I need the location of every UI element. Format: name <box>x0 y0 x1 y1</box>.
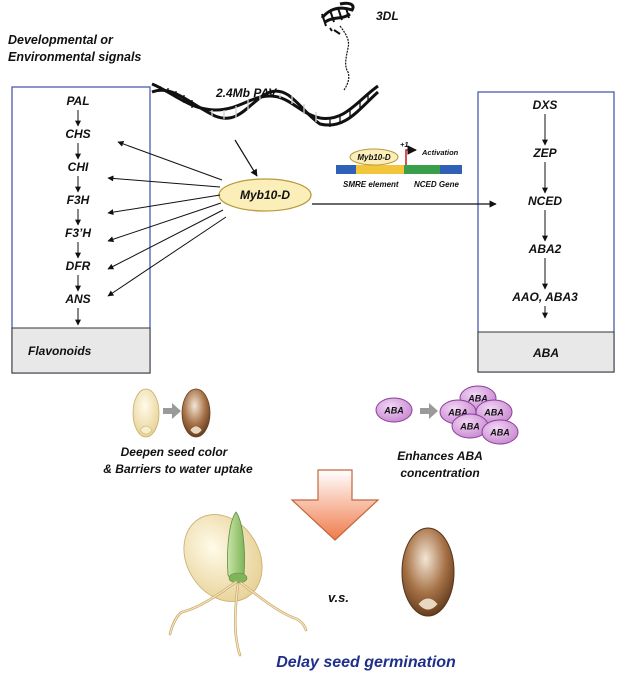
germinating-seedling-icon <box>168 511 308 657</box>
flavonoid-gene-list: PAL CHS CHI F3H F3’H DFR ANS <box>64 94 91 326</box>
aba-molecule-label: ABA <box>467 394 488 404</box>
pav-label: 2.4Mb PAV <box>215 86 277 100</box>
aba-gene-0: DXS <box>533 98 558 112</box>
flavonoids-label: Flavonoids <box>28 344 92 358</box>
flavonoid-gene-4: F3’H <box>65 226 91 240</box>
chromosome-label: 3DL <box>376 9 399 23</box>
nced-gene-label: NCED Gene <box>414 180 459 189</box>
flavonoid-gene-0: PAL <box>66 94 89 108</box>
signals-line-1: Developmental or <box>8 33 114 47</box>
aba-molecule-label: ABA <box>447 408 468 418</box>
flavonoid-gene-2: CHI <box>68 160 89 174</box>
myb10d-node: Myb10-D <box>218 178 312 212</box>
dna-to-myb-arrow <box>234 139 258 177</box>
flavonoid-gene-6: ANS <box>64 292 90 306</box>
myb-to-flavonoid-arrows <box>107 141 227 297</box>
myb10d-label: Myb10-D <box>240 188 290 202</box>
promoter-myb-label: Myb10-D <box>357 153 391 162</box>
aba-molecule-label: ABA <box>383 406 404 416</box>
aba-molecule-label: ABA <box>489 428 510 438</box>
aba-molecule-cluster-4: ABA <box>481 419 519 445</box>
aba-gene-2: NCED <box>528 194 562 208</box>
aba-molecule-label: ABA <box>483 408 504 418</box>
tss-label: +1 <box>400 140 409 149</box>
activation-label: Activation <box>421 148 459 157</box>
aba-product-label: ABA <box>532 346 559 360</box>
flavonoid-pathway-box: Flavonoids PAL CHS CHI F3H F3’H DFR ANS <box>11 86 151 374</box>
signals-label: Developmental or Environmental signals <box>8 33 141 64</box>
big-down-arrow <box>290 469 380 541</box>
aba-gene-3: ABA2 <box>528 242 562 256</box>
dormant-seed-icon <box>401 527 455 617</box>
conclusion-label: Delay seed germination <box>276 654 456 671</box>
dna-helix-icon <box>151 82 380 127</box>
flavonoid-gene-1: CHS <box>65 127 90 141</box>
chromosome-icon <box>320 1 355 91</box>
seed-effect-line-2: & Barriers to water uptake <box>103 462 253 476</box>
flavonoid-gene-5: DFR <box>66 259 91 273</box>
signals-line-2: Environmental signals <box>8 50 141 64</box>
seed-color-change-icon <box>132 388 211 438</box>
smre-label: SMRE element <box>343 180 399 189</box>
aba-effect-line-1: Enhances ABA <box>397 449 483 463</box>
aba-effect-line-2: concentration <box>400 466 479 480</box>
flavonoid-gene-3: F3H <box>67 193 90 207</box>
aba-molecule-label: ABA <box>459 422 480 432</box>
vs-label: v.s. <box>328 590 349 605</box>
aba-gene-4: AAO, ABA3 <box>511 290 578 304</box>
aba-molecule-single: ABA <box>375 397 413 423</box>
aba-gene-1: ZEP <box>532 146 557 160</box>
promoter-schematic: Myb10-D +1 Activation SMRE element NCED … <box>336 140 462 189</box>
seed-effect-line-1: Deepen seed color <box>121 445 229 459</box>
